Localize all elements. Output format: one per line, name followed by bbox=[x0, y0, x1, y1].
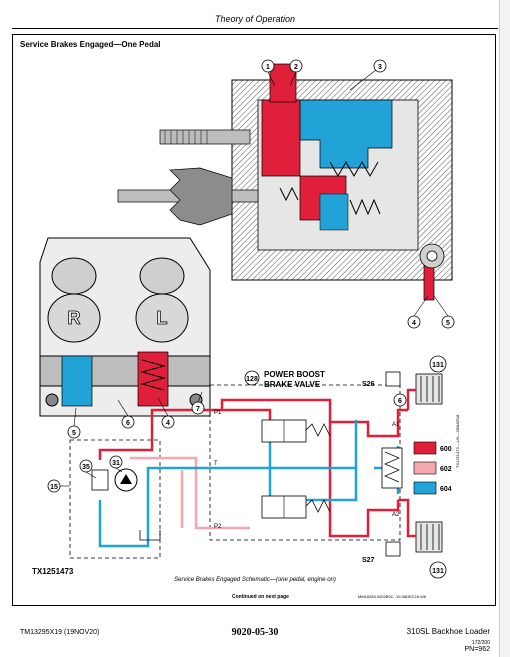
port-a2: A2 bbox=[392, 512, 400, 518]
figure-frame bbox=[12, 34, 496, 606]
callout-6-schematic: 6 bbox=[398, 398, 402, 405]
figure-caption: Service Brakes Engaged Schematic—(one pe… bbox=[174, 577, 336, 583]
header-rule bbox=[12, 28, 498, 29]
side-reference: TX1251473 —UN—28MAR18 bbox=[455, 414, 460, 468]
pedal-letter-r: R bbox=[68, 308, 81, 328]
callout-5-pedal: 5 bbox=[72, 430, 76, 437]
small-code: 172/200 bbox=[471, 640, 490, 646]
callout-31: 31 bbox=[112, 460, 120, 467]
callout-1: 1 bbox=[266, 64, 270, 71]
machine-name: 310SL Backhoe Loader bbox=[406, 627, 490, 636]
page-scroll-edge bbox=[499, 0, 510, 657]
pedal-assembly bbox=[39, 237, 211, 417]
legend-swatch-604 bbox=[413, 481, 437, 495]
callout-5: 5 bbox=[446, 320, 450, 327]
port-p1: P1 bbox=[214, 410, 222, 416]
manual-id: TM13295X19 (19NOV20) bbox=[20, 629, 100, 636]
callout-4: 4 bbox=[412, 320, 416, 327]
valve-name-line2: BRAKE VALVE bbox=[264, 380, 321, 389]
legend-swatch-600 bbox=[413, 441, 437, 455]
callout-131-top: 131 bbox=[432, 362, 444, 369]
legend-code-600: 600 bbox=[440, 446, 452, 453]
port-t: T bbox=[214, 461, 218, 467]
figure-id: TX1251473 bbox=[32, 567, 74, 576]
legend-code-604: 604 bbox=[440, 486, 452, 493]
callout-4-pedal: 4 bbox=[166, 420, 170, 427]
valve-cutaway bbox=[117, 63, 453, 301]
legend-swatch-602 bbox=[413, 461, 437, 475]
switch-s26: S26 bbox=[362, 381, 375, 388]
callout-15: 15 bbox=[50, 484, 58, 491]
callout-35: 35 bbox=[82, 464, 90, 471]
figure-reference: MM16284.0002B0C -19-06DEC19-6/6 bbox=[358, 594, 427, 599]
valve-name-line1: POWER BOOST bbox=[264, 370, 325, 379]
page-number: PN=962 bbox=[464, 646, 491, 653]
callout-3: 3 bbox=[378, 64, 382, 71]
page-code: 9020-05-30 bbox=[231, 627, 279, 638]
hydraulic-schematic bbox=[69, 371, 443, 559]
callout-6-pedal: 6 bbox=[126, 420, 130, 427]
callout-7: 7 bbox=[196, 406, 200, 413]
callout-131-bottom: 131 bbox=[432, 568, 444, 575]
page-header: Theory of Operation bbox=[214, 14, 296, 24]
port-a1: A1 bbox=[392, 422, 400, 428]
legend-code-602: 602 bbox=[440, 466, 452, 473]
callout-128: 128 bbox=[246, 376, 258, 383]
port-p2: P2 bbox=[214, 524, 222, 530]
switch-s27: S27 bbox=[362, 557, 375, 564]
continued-note: Continued on next page bbox=[232, 594, 289, 600]
figure-title: Service Brakes Engaged—One Pedal bbox=[20, 40, 161, 49]
pedal-letter-l: L bbox=[157, 308, 168, 328]
callout-2: 2 bbox=[294, 64, 298, 71]
